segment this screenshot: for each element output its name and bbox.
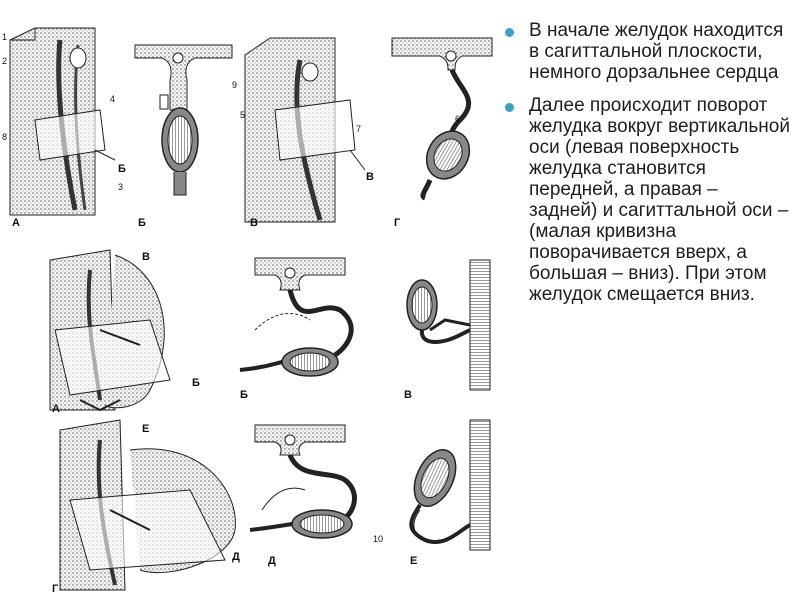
panel-g-section-top [391, 37, 493, 201]
bullet-item: Далее происходит поворот желудка вокруг … [505, 95, 790, 305]
panel-letters: А Б В Г А Б В Г Д Е [12, 217, 417, 595]
bullet-item: В начале желудок находится в сагиттально… [505, 20, 790, 83]
panel-b-section-top [134, 44, 233, 196]
panel-letter: А [52, 403, 60, 415]
part-number: 4 [110, 94, 115, 104]
plane-letter: В [142, 251, 150, 263]
panel-letter: Д [268, 555, 276, 567]
part-number: 9 [232, 80, 237, 90]
panel-letter: В [250, 217, 258, 229]
bullet-dot-icon [505, 28, 514, 37]
part-number: 8 [2, 132, 7, 142]
panel-letter: Б [138, 217, 146, 229]
bullet-dot-icon [505, 103, 514, 112]
panel-v-block-top [244, 37, 366, 223]
part-number: 2 [2, 56, 7, 66]
panel-e-section-bottom [409, 419, 491, 551]
plane-letter: В [366, 171, 374, 183]
panel-a-block-top [9, 27, 116, 216]
panel-d-section-bottom [249, 424, 357, 539]
panel-b-section-middle [239, 257, 354, 377]
part-numbers: 1 2 3 4 5 6 7 8 9 10 [2, 32, 460, 544]
bullet-text: Далее происходит поворот желудка вокруг … [529, 95, 790, 305]
panel-letter: А [12, 217, 20, 229]
plane-letter: Б [118, 163, 126, 175]
bullet-list: В начале желудок находится в сагиттально… [505, 20, 790, 317]
plane-letter: Д [232, 551, 240, 563]
bullet-text: В начале желудок находится в сагиттально… [529, 20, 784, 83]
part-number: 7 [356, 124, 361, 134]
plane-letter: Б [192, 377, 200, 389]
part-number: 3 [118, 182, 123, 192]
panel-letter: В [404, 389, 412, 401]
panel-letter: Б [240, 389, 248, 401]
part-number: 6 [455, 114, 460, 124]
part-number: 10 [373, 534, 383, 544]
plane-letters: Б В В Б Е Д [118, 163, 374, 563]
panel-v-section-middle [406, 259, 491, 391]
panel-letter: Е [410, 555, 417, 567]
panel-g-block-bottom [59, 419, 236, 591]
part-number: 5 [240, 110, 245, 120]
panel-letter: Г [52, 583, 59, 595]
panel-a-block-middle [49, 249, 171, 412]
panel-letter: Г [394, 217, 401, 229]
plane-letter: Е [142, 423, 149, 435]
part-number: 1 [2, 32, 7, 42]
stomach-rotation-figure: А Б В Г А Б В Г Д Е Б В В Б Е Д 1 2 3 4 … [2, 27, 493, 595]
